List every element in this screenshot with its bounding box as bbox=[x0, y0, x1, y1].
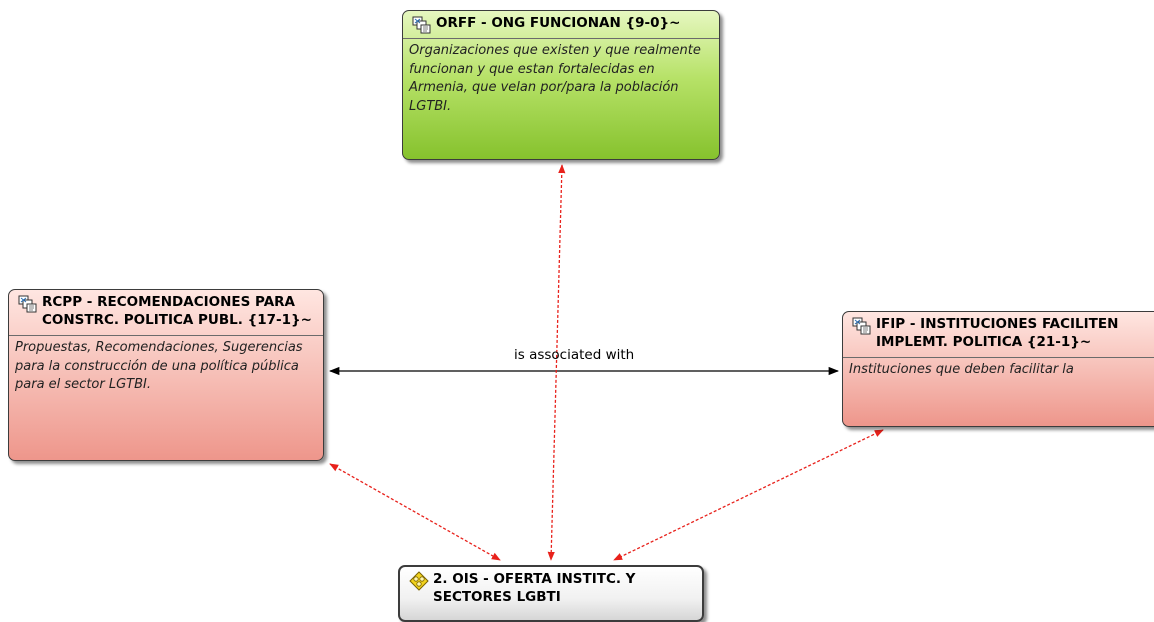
node-orff-comment: Organizaciones que existen y que realmen… bbox=[409, 43, 701, 114]
node-ois[interactable]: 2. OIS - OFERTA INSTITC. Y SECTORES LGBT… bbox=[398, 565, 704, 622]
code-family-icon bbox=[852, 317, 871, 335]
link-orff-ois[interactable] bbox=[547, 164, 566, 561]
node-rcpp-divider bbox=[9, 335, 323, 336]
code-family-icon bbox=[412, 16, 431, 34]
link-ifip-ois[interactable] bbox=[613, 429, 884, 561]
node-ifip-header: IFIP - INSTITUCIONES FACILITEN IMPLEMT. … bbox=[843, 312, 1154, 355]
node-orff[interactable]: ORFF - ONG FUNCIONAN {9-0}~ Organizacion… bbox=[402, 10, 720, 160]
node-orff-title: ORFF - ONG FUNCIONAN {9-0}~ bbox=[436, 15, 681, 31]
node-ifip-comment: Instituciones que deben facilitar la bbox=[849, 362, 1074, 377]
node-ois-title: 2. OIS - OFERTA INSTITC. Y SECTORES LGBT… bbox=[433, 571, 636, 605]
yellow-network-icon bbox=[409, 571, 429, 591]
node-ifip-divider bbox=[843, 357, 1154, 358]
association-label: is associated with bbox=[514, 347, 635, 363]
node-orff-header: ORFF - ONG FUNCIONAN {9-0}~ bbox=[403, 11, 719, 36]
code-family-icon bbox=[18, 295, 37, 313]
node-rcpp-comment: Propuestas, Recomendaciones, Sugerencias… bbox=[15, 340, 303, 392]
node-rcpp-header: RCPP - RECOMENDACIONES PARA CONSTRC. POL… bbox=[9, 290, 323, 333]
node-rcpp-title: RCPP - RECOMENDACIONES PARA CONSTRC. POL… bbox=[42, 294, 312, 328]
node-ois-header: 2. OIS - OFERTA INSTITC. Y SECTORES LGBT… bbox=[400, 567, 702, 610]
link-rcpp-ois[interactable] bbox=[329, 463, 501, 561]
node-orff-divider bbox=[403, 38, 719, 39]
node-ifip-title: IFIP - INSTITUCIONES FACILITEN IMPLEMT. … bbox=[876, 316, 1119, 350]
node-rcpp[interactable]: RCPP - RECOMENDACIONES PARA CONSTRC. POL… bbox=[8, 289, 324, 461]
node-ifip[interactable]: IFIP - INSTITUCIONES FACILITEN IMPLEMT. … bbox=[842, 311, 1154, 427]
